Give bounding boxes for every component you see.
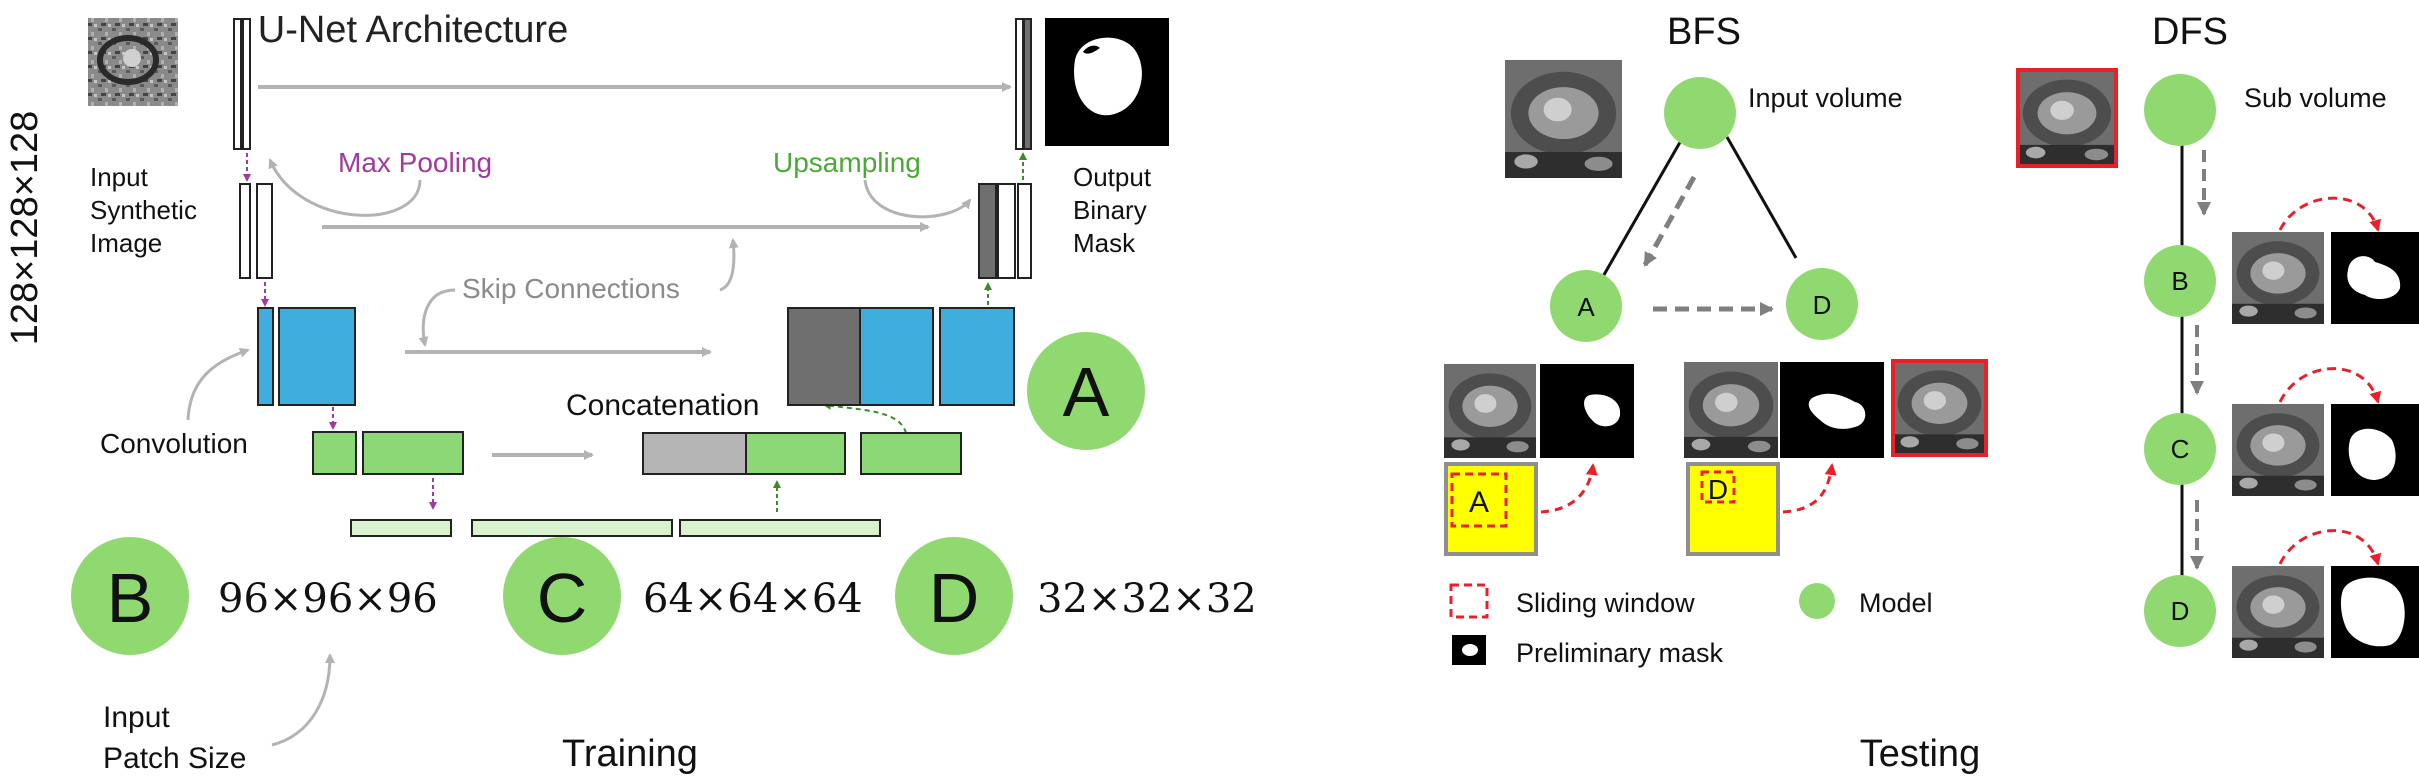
input-patch-size-label: Input Patch Size [103, 701, 246, 775]
dfs-d-red-arrow [2278, 529, 2382, 566]
legend-sliding-window: Sliding window [1449, 583, 1695, 619]
decoder-level2-block [978, 183, 1032, 279]
dfs-c-image [2232, 404, 2324, 496]
bfs-d-output-image [1891, 359, 1988, 457]
convolution-pointer [186, 347, 250, 421]
bfs-d-sliding-window-box: D [1686, 462, 1780, 556]
bfs-title: BFS [1667, 11, 1741, 53]
bfs-input-volume-thumbnail [1505, 60, 1622, 178]
bottleneck-block [350, 519, 881, 537]
legend-preliminary-mask: Preliminary mask [1452, 635, 1724, 668]
svg-text:D: D [929, 559, 980, 637]
output-label: Output Binary Mask [1073, 162, 1158, 258]
decoder-level3-block [787, 307, 1015, 406]
max-pooling-pointer [268, 158, 422, 217]
svg-text:C: C [2171, 434, 2190, 464]
bfs-root-node [1664, 77, 1736, 149]
skip-pointer-left [418, 288, 456, 347]
max-pooling-label: Max Pooling [338, 147, 492, 178]
svg-text:B: B [107, 559, 154, 637]
unet-title: U-Net Architecture [258, 9, 568, 51]
svg-text:A: A [1063, 353, 1110, 431]
dfs-c-mask [2331, 404, 2419, 496]
decoder-level4-block [642, 432, 962, 475]
decoder-level1-block [1015, 18, 1032, 150]
patch-c-size: 64×64×64 [643, 576, 863, 622]
patch-b-size: 96×96×96 [218, 576, 438, 622]
bfs-d-image [1684, 362, 1778, 458]
dfs-sub-volume-thumbnail [2016, 68, 2118, 168]
svg-text:D: D [1708, 474, 1728, 505]
convolution-label: Convolution [100, 428, 248, 459]
upsample-arrow-3 [823, 401, 907, 434]
dfs-node-d: D [2144, 575, 2216, 647]
svg-text:C: C [537, 559, 588, 637]
bfs-node-d: D [1786, 268, 1858, 340]
svg-text:B: B [2171, 266, 2188, 296]
svg-text:A: A [1469, 486, 1489, 519]
input-patch-pointer [271, 653, 335, 747]
input-synthetic-image [88, 18, 178, 106]
dfs-d-image [2232, 566, 2324, 658]
patch-d-size: 32×32×32 [1037, 576, 1257, 622]
patch-b: B 96×96×96 [71, 537, 438, 655]
encoder-level2-block [239, 183, 273, 279]
training-label: Training [562, 733, 698, 775]
dfs-c-red-arrow [2278, 367, 2382, 404]
bfs-a-sliding-window-box: A [1444, 462, 1538, 556]
input-resolution-label: 128×128×128 [4, 111, 46, 346]
svg-text:Sliding window: Sliding window [1516, 588, 1695, 618]
input-label: Input Synthetic Image [90, 162, 204, 258]
encoder-level4-block [312, 431, 464, 475]
skip-connections-label: Skip Connections [462, 273, 680, 304]
output-binary-mask [1045, 18, 1169, 146]
bfs-a-mask [1540, 364, 1634, 458]
upsampling-label: Upsampling [773, 147, 921, 178]
bfs-d-mask [1780, 362, 1884, 458]
bfs-edge-root-a [1599, 136, 1685, 281]
dfs-b-red-arrow [2278, 196, 2381, 232]
dfs-node-c: C [2144, 413, 2216, 485]
patch-c: C 64×64×64 [503, 537, 863, 655]
bfs-d-red-arrow [1782, 463, 1837, 514]
testing-label: Testing [1860, 733, 1980, 775]
dfs-root-node [2144, 74, 2216, 146]
svg-text:Model: Model [1859, 588, 1933, 618]
bfs-edge-root-d [1725, 136, 1798, 259]
upsampling-pointer [863, 179, 972, 219]
bfs-a-image [1444, 364, 1536, 458]
dfs-b-mask [2331, 232, 2419, 324]
dfs-d-mask [2331, 566, 2419, 658]
encoder-level1-block [233, 18, 251, 150]
bfs-dashed-descend [1642, 175, 1697, 267]
legend-model: Model [1799, 583, 1933, 619]
dfs-title: DFS [2152, 11, 2228, 53]
sub-volume-label: Sub volume [2244, 83, 2387, 113]
encoder-level3-block [257, 307, 356, 406]
svg-text:A: A [1577, 292, 1595, 322]
skip-pointer-right [719, 238, 739, 292]
patch-d: D 32×32×32 [895, 537, 1257, 655]
bfs-a-red-arrow [1540, 463, 1598, 514]
input-volume-label: Input volume [1748, 83, 1903, 113]
patch-a-badge: A [1027, 332, 1145, 450]
dfs-node-b: B [2144, 245, 2216, 317]
concatenation-label: Concatenation [566, 389, 759, 422]
bfs-node-a: A [1550, 270, 1622, 342]
svg-text:Preliminary mask: Preliminary mask [1516, 638, 1724, 668]
svg-text:D: D [2171, 596, 2190, 626]
dfs-b-image [2232, 232, 2324, 324]
svg-text:D: D [1813, 290, 1832, 320]
